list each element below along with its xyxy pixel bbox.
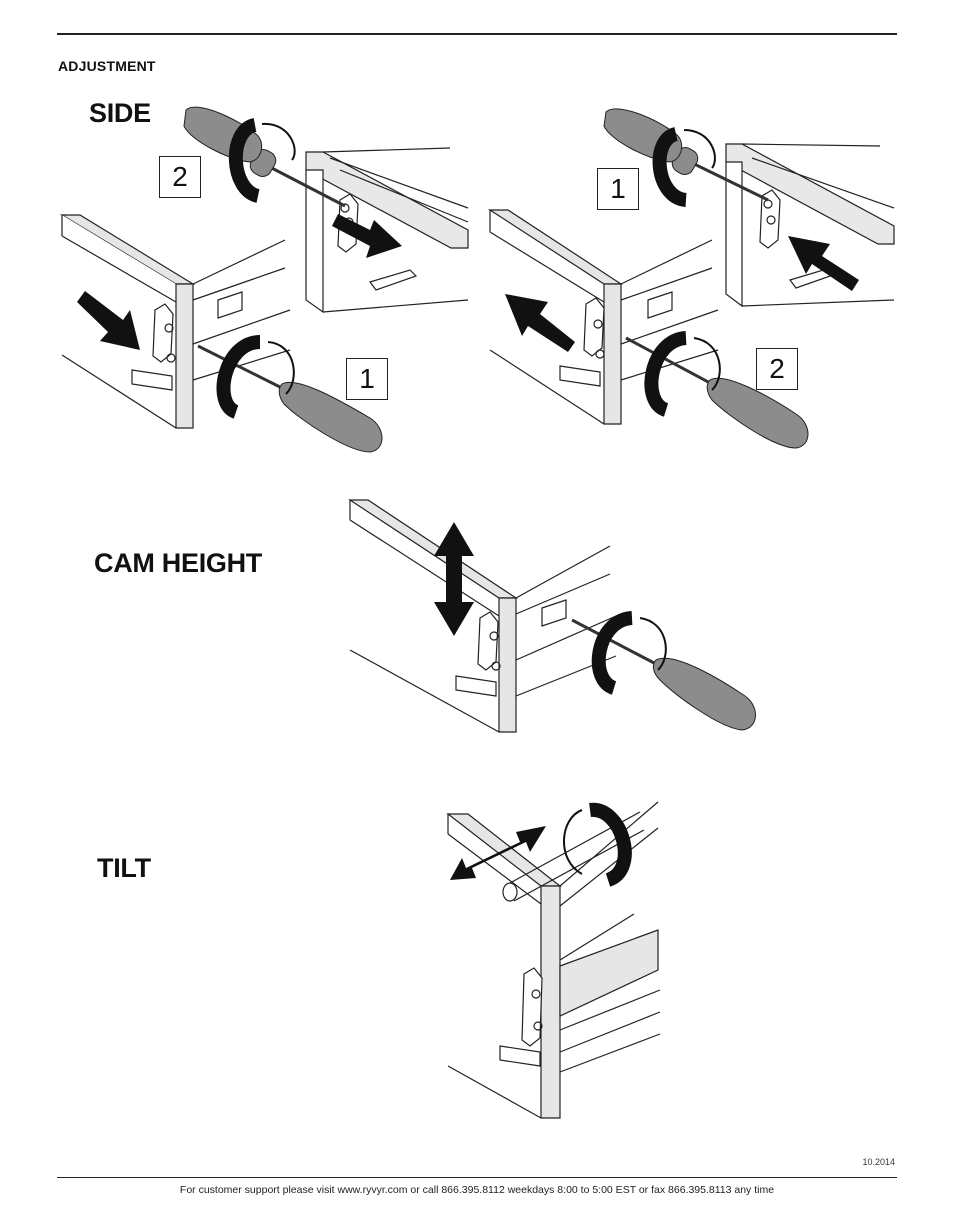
drawer-cam-icon [59,214,291,429]
step-number-box: 1 [346,358,388,400]
rotation-arrow-icon [652,127,688,207]
rotation-arrow-icon [693,337,721,391]
section-title: ADJUSTMENT [58,58,156,74]
direction-arrow-icon [434,522,474,636]
step-number-box: 2 [159,156,201,198]
screwdriver-icon [197,344,383,453]
step-number-box: 2 [756,348,798,390]
top-rule [57,33,897,35]
rotation-arrow-icon [683,129,716,169]
rotation-arrow-icon [216,335,261,419]
rotation-arrow-icon [591,611,634,695]
screwdriver-icon [571,618,756,731]
drawer-cam-icon [347,499,617,733]
cam-height-label: CAM HEIGHT [94,548,262,578]
rotation-arrow-icon [228,118,261,203]
rotation-arrow-icon [267,341,295,395]
tilt-label: TILT [97,853,151,883]
rotation-arrow-icon [639,617,667,671]
drawer-cam-icon [725,143,895,308]
side-left-illustration [59,106,469,453]
side-right-illustration [487,108,895,449]
direction-arrow-icon [788,236,859,291]
drawer-cam-icon [305,147,469,314]
screwdriver-icon [625,336,809,449]
rotation-arrow-icon [563,809,583,875]
direction-arrow-icon [332,214,402,258]
side-label: SIDE [89,98,151,128]
drawer-cam-icon [487,209,719,425]
tilt-illustration [446,801,661,1119]
rotation-arrow-icon [644,331,688,417]
direction-arrow-icon [450,826,546,880]
rotation-arrow-icon [589,802,632,887]
version-date: 10.2014 [862,1157,895,1167]
cam-height-illustration [347,499,756,733]
step-number-box: 1 [597,168,639,210]
bottom-rule [57,1177,897,1178]
rotation-arrow-icon [261,122,296,161]
direction-arrow-icon [77,291,140,350]
direction-arrow-icon [505,294,575,352]
support-footer: For customer support please visit www.ry… [179,1184,775,1196]
